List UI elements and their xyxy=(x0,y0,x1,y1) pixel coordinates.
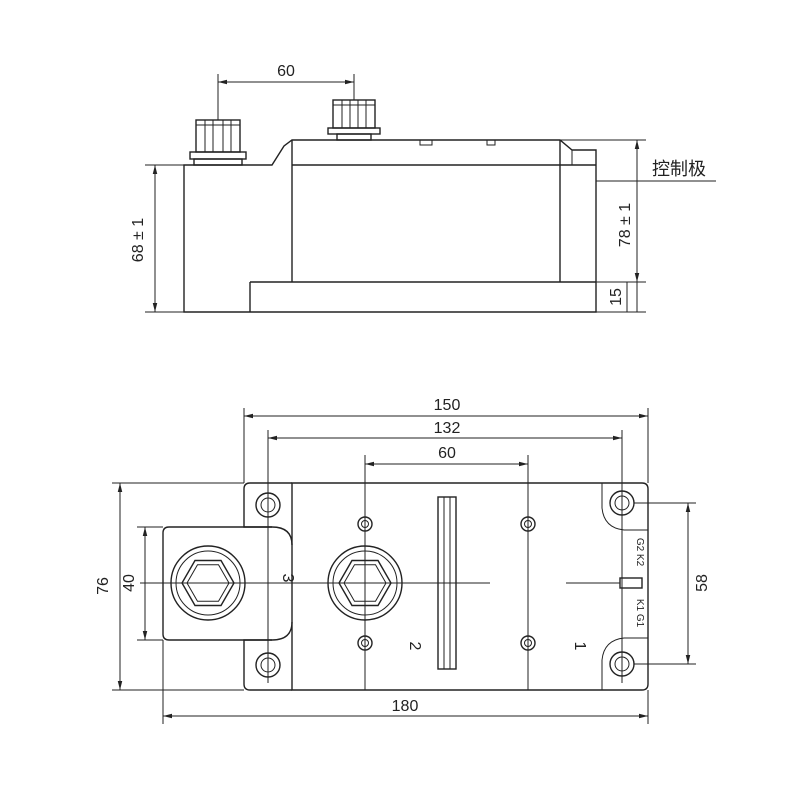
dim-overall-width: 150 xyxy=(244,397,648,419)
dim-hole-spacing: 132 xyxy=(268,420,622,441)
dim-label: 180 xyxy=(392,698,419,715)
side-terminal-right xyxy=(327,99,381,141)
side-terminal-left xyxy=(189,119,247,166)
dim-terminal-spacing: 60 xyxy=(217,63,355,120)
dim-stud-spacing: 60 xyxy=(365,445,528,467)
terminal-washer xyxy=(327,127,381,135)
cover-notch xyxy=(486,139,496,146)
dim-label: 60 xyxy=(438,445,456,462)
terminal-washer xyxy=(189,151,247,160)
side-body-outline xyxy=(183,139,597,313)
dim-body-height: 68 ± 1 xyxy=(130,164,184,313)
dim-label: 15 xyxy=(608,288,625,306)
housing-outline xyxy=(291,482,649,691)
ear-top-left xyxy=(243,482,293,546)
dim-label: 132 xyxy=(434,420,461,437)
pin-label-upper: G2 K2 xyxy=(634,538,645,567)
boss-top-right xyxy=(601,483,648,531)
terminal-3-label: 3 xyxy=(279,574,296,583)
dim-label: 76 xyxy=(95,577,112,595)
terminal-base xyxy=(193,158,243,166)
side-view: 60 68 ± 1 78 ± 1 15 控制极 xyxy=(130,63,716,313)
dim-label: 58 xyxy=(694,574,711,592)
boss-bottom-right xyxy=(601,637,648,690)
dim-overall-length: 180 xyxy=(162,640,649,724)
cover-notch xyxy=(419,139,433,146)
dim-label: 40 xyxy=(121,574,138,592)
dim-label: 68 ± 1 xyxy=(130,218,147,262)
control-pin xyxy=(619,577,643,589)
dim-label: 150 xyxy=(434,397,461,414)
ear-bottom-left xyxy=(243,621,293,691)
dim-label: 60 xyxy=(277,63,295,80)
dim-hole-pitch: 58 xyxy=(634,502,711,665)
gate-callout: 控制极 xyxy=(596,159,716,182)
terminal-nut xyxy=(332,99,376,129)
dim-terminal-block-depth: 40 xyxy=(121,526,163,641)
gate-label: 控制极 xyxy=(652,159,706,179)
terminal-2-label: 2 xyxy=(406,642,423,651)
dim-base-height: 15 xyxy=(608,282,638,312)
plan-view: G2 K2 K1 G1 3 2 1 150 132 60 xyxy=(95,397,711,724)
dim-overall-depth: 76 xyxy=(95,482,244,691)
terminal-pedestal xyxy=(336,133,372,141)
dim-total-height: 78 ± 1 xyxy=(560,139,646,313)
dim-label: 78 ± 1 xyxy=(617,203,634,247)
terminal-1-label: 1 xyxy=(571,642,588,651)
pin-label-lower: K1 G1 xyxy=(634,599,645,628)
